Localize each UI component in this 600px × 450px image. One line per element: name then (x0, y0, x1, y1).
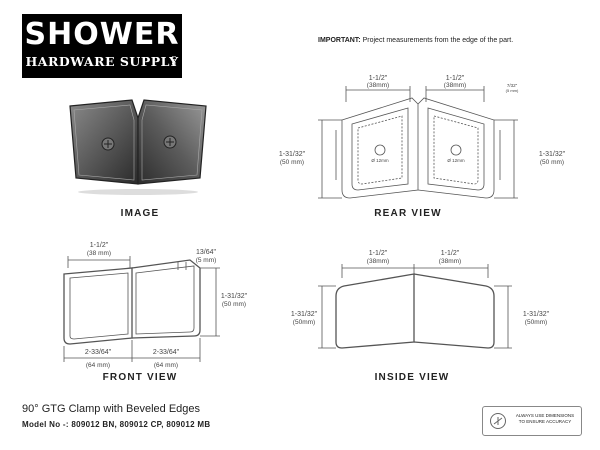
important-label: IMPORTANT: (318, 37, 361, 44)
rear-height-left-mm: (50 mm) (280, 159, 304, 166)
rear-depth: 7/32" (507, 83, 518, 88)
inside-top-left-mm: (38mm) (367, 258, 389, 265)
front-height-mm: (50 mm) (222, 301, 246, 308)
brand-logo: SHOWER HARDWARE SUPPLY LLC (22, 14, 182, 78)
inside-view-label: INSIDE VIEW (374, 372, 450, 383)
front-top-mm: (38 mm) (87, 250, 111, 257)
rear-height-left: 1-31/32" (279, 151, 306, 158)
inside-side-right-mm: (50mm) (525, 319, 547, 326)
front-bottom-right-mm: (64 mm) (154, 362, 178, 369)
inside-top-right-mm: (38mm) (439, 258, 461, 265)
rear-width-right-mm: (38mm) (444, 82, 466, 89)
rear-width-right: 1-1/2" (446, 75, 465, 82)
logo-subline: HARDWARE SUPPLY (25, 54, 179, 69)
front-gap: 13/64" (196, 249, 217, 256)
front-gap-mm: (5 mm) (196, 257, 217, 264)
rear-depth-mm: (5 mm) (506, 88, 519, 93)
important-text: Project measurements from the edge of th… (362, 37, 514, 44)
front-top: 1-1/2" (90, 242, 109, 249)
inside-side-left-mm: (50mm) (293, 319, 315, 326)
front-view-drawing: 1-1/2" (38 mm) 13/64" (5 mm) 1-31/32" (5… (63, 242, 248, 369)
front-bottom-left: 2-33/64" (85, 349, 112, 356)
badge-line-2: TO ENSURE ACCURACY (518, 419, 572, 424)
front-bottom-left-mm: (64 mm) (86, 362, 110, 369)
front-bottom-right: 2-33/64" (153, 349, 180, 356)
rear-width-left: 1-1/2" (369, 75, 388, 82)
rear-hole-right: Ø 12mm (447, 158, 465, 163)
front-height: 1-31/32" (221, 293, 248, 300)
rear-hole-left: Ø 12mm (371, 158, 389, 163)
rear-height-right: 1-31/32" (539, 151, 566, 158)
rear-view-label: REAR VIEW (374, 208, 442, 219)
product-title: 90° GTG Clamp with Beveled Edges (22, 403, 201, 415)
product-image (69, 99, 207, 195)
badge-line-1: ALWAYS USE DIMENSIONS (515, 413, 575, 418)
rear-height-right-mm: (50 mm) (540, 159, 564, 166)
caliper-icon (490, 413, 506, 429)
logo-wordmark: SHOWER (24, 17, 180, 52)
inside-top-right: 1-1/2" (441, 250, 460, 257)
rear-width-left-mm: (38mm) (367, 82, 389, 89)
important-notice: IMPORTANT: Project measurements from the… (318, 37, 513, 44)
inside-view-drawing: 1-1/2" (38mm) 1-1/2" (38mm) 1-31/32" (50… (291, 250, 550, 349)
logo-llc: LLC (170, 56, 176, 66)
front-view-label: FRONT VIEW (102, 372, 178, 383)
inside-top-left: 1-1/2" (369, 250, 388, 257)
rear-view-drawing: 1-1/2" (38mm) 1-1/2" (38mm) 7/32" (5 mm)… (279, 75, 566, 199)
image-label: IMAGE (120, 208, 160, 219)
accuracy-badge: ALWAYS USE DIMENSIONS TO ENSURE ACCURACY (482, 406, 582, 436)
inside-side-left: 1-31/32" (291, 311, 318, 318)
inside-side-right: 1-31/32" (523, 311, 550, 318)
model-numbers: Model No -: 809012 BN, 809012 CP, 809012… (22, 420, 211, 429)
